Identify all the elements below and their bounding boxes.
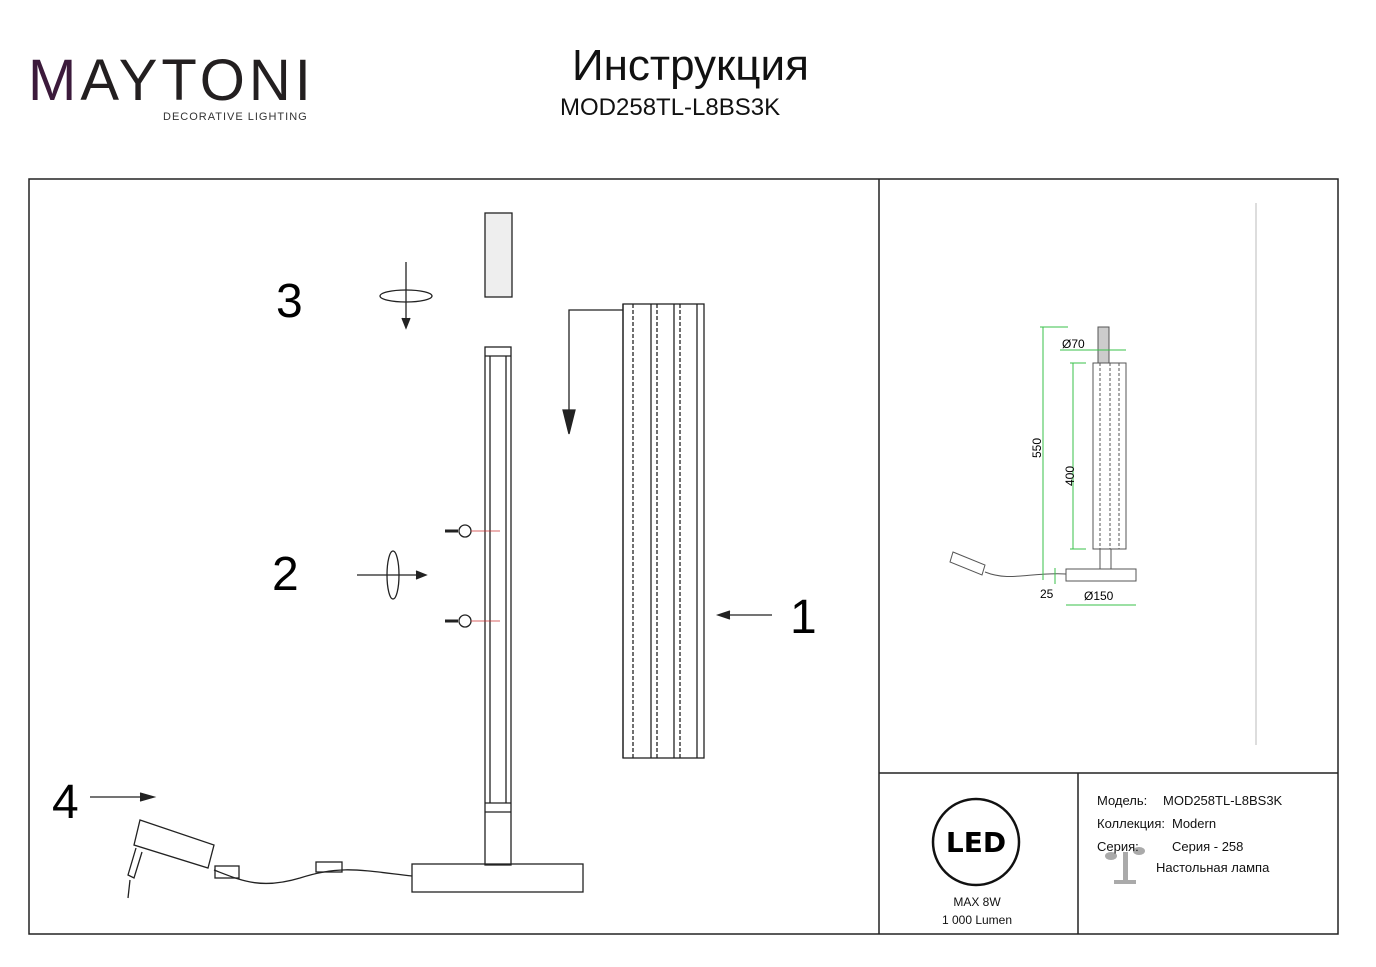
drawing-line [1040, 326, 1136, 606]
model-label: Модель: [1097, 793, 1148, 808]
drawing-line [562, 409, 576, 435]
drawing-line [949, 551, 986, 576]
collection-value: Modern [1172, 816, 1217, 831]
screw-washer [458, 614, 472, 628]
frame [28, 178, 1339, 935]
step-4-number: 4 [52, 776, 79, 829]
led-badge-text: LED [946, 826, 1006, 859]
drawing-line [401, 317, 411, 330]
model-code: MOD258TL-L8BS3K [560, 94, 781, 121]
dimension-drawing [949, 326, 1137, 582]
rotate-icon [386, 550, 400, 600]
screw-washer [458, 524, 472, 538]
drawing-line [715, 610, 731, 620]
arrow-down-icon [568, 309, 623, 420]
drawing-line [984, 571, 1067, 577]
drawing-line [1097, 326, 1110, 364]
step-3-number: 3 [276, 275, 303, 328]
dim-base-height: 25 [1040, 587, 1054, 601]
lamp-stem [484, 346, 512, 866]
drawing-line [415, 570, 428, 580]
product-type: Настольная лампа [1156, 860, 1270, 875]
dim-height-total: 550 [1030, 438, 1044, 458]
rotate-icon [379, 289, 433, 303]
drawing-line [1065, 568, 1137, 582]
drawing-line [214, 865, 240, 879]
collection-label: Коллекция: [1097, 816, 1165, 831]
model-value: MOD258TL-L8BS3K [1163, 793, 1283, 808]
drawing-line [127, 847, 143, 879]
drawing-line [1114, 880, 1136, 884]
drawing-line [127, 879, 131, 899]
drawing-line [90, 212, 772, 899]
drawing-line [1105, 852, 1117, 860]
power-adapter [133, 819, 215, 869]
led-badge-icon [931, 797, 1021, 887]
lamp-base [411, 863, 584, 893]
drawing-line [213, 869, 413, 885]
cable-switch [315, 861, 343, 873]
top-cap [484, 212, 513, 298]
dim-diameter-top: Ø70 [1062, 337, 1085, 351]
lumen-rating: 1 000 Lumen [941, 913, 1013, 927]
table-lamp-icon [1105, 847, 1145, 884]
logo-m: M [28, 48, 81, 113]
drawing-line [28, 178, 1339, 935]
dim-diameter-base: Ø150 [1084, 589, 1114, 603]
drawing-line [1123, 852, 1128, 880]
drawing-line [1099, 548, 1112, 570]
series-value: Серия - 258 [1172, 839, 1244, 854]
series-label: Серия: [1097, 839, 1139, 854]
brand-tagline: DECORATIVE LIGHTING [163, 111, 308, 123]
step-1-number: 1 [790, 591, 817, 644]
drawing-line [139, 792, 157, 802]
lamp-shade [622, 303, 705, 759]
dim-height-shade: 400 [1063, 466, 1077, 486]
page-title: Инструкция [572, 41, 809, 90]
brand-logo: MAYTONI [28, 48, 315, 113]
drawing-line [1133, 847, 1145, 855]
step-2-number: 2 [272, 548, 299, 601]
power-rating: MAX 8W [953, 895, 1001, 909]
